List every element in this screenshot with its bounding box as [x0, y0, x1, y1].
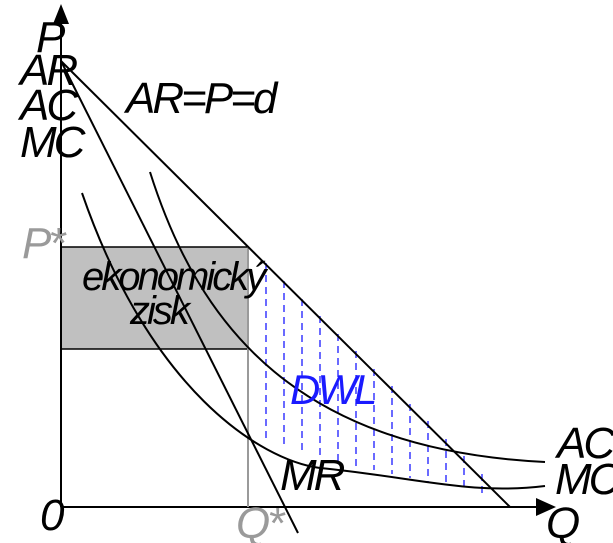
y-label-ac: AC	[17, 81, 79, 130]
ac-label: AC	[554, 419, 613, 468]
demand-curve	[60, 60, 511, 508]
y-label-ar: AR	[17, 46, 77, 95]
y-label-mc: MC	[20, 118, 87, 167]
demand-label: AR=P=d	[123, 74, 279, 123]
origin-label: 0	[40, 491, 65, 540]
mr-curve	[60, 60, 299, 534]
x-axis-arrow	[536, 498, 556, 516]
mr-label: MR	[280, 451, 345, 500]
economic-profit-area	[60, 246, 249, 350]
dwl-label: DWL	[290, 366, 375, 413]
mc-label: MC	[555, 455, 613, 504]
p-star-label: P*	[22, 219, 67, 268]
profit-label-line1: ekonomický	[82, 255, 269, 299]
mc-curve	[81, 192, 546, 490]
profit-label-line2: zisk	[129, 289, 192, 333]
ac-curve	[149, 171, 546, 463]
x-label-q: Q	[546, 499, 579, 543]
y-axis-arrow	[53, 4, 69, 24]
q-star-label: Q*	[236, 499, 286, 543]
